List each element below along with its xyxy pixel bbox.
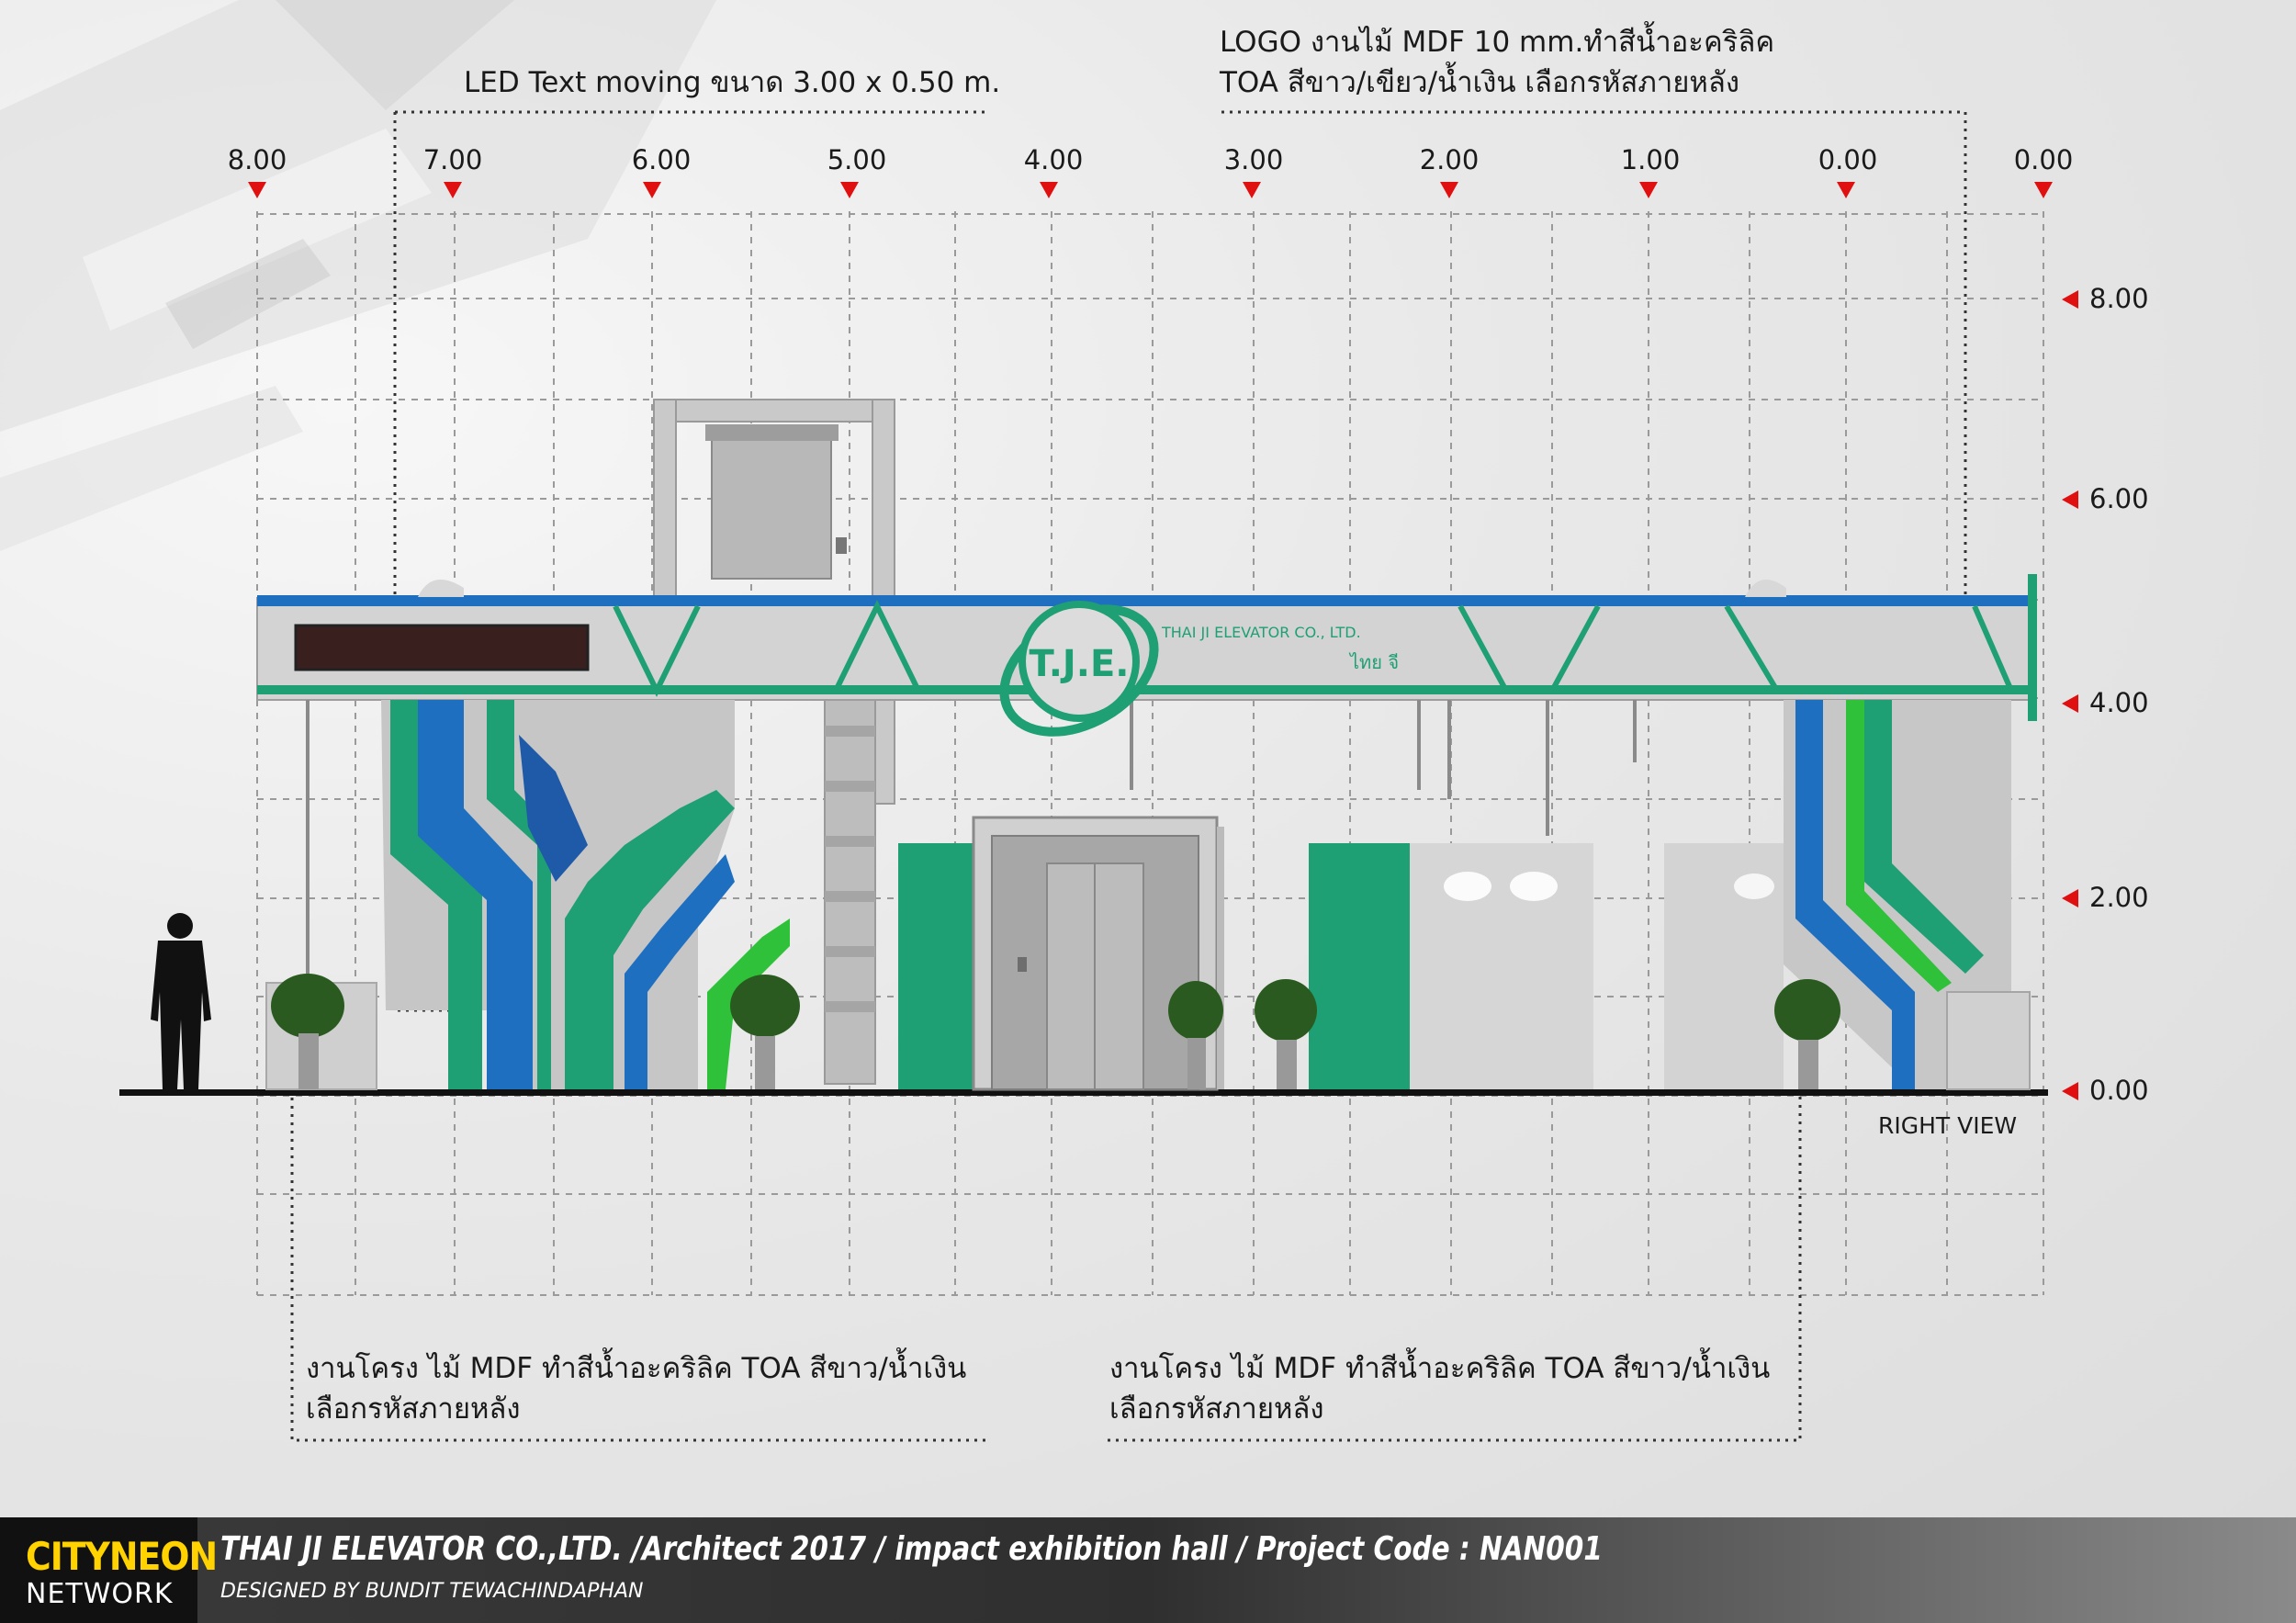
led-text-annotation: LED Text moving ขนาด 3.00 x 0.50 m. — [464, 66, 1001, 99]
x-tick-marker — [1440, 182, 1458, 198]
y-tick-marker — [2062, 889, 2078, 907]
led-text-panel — [294, 624, 590, 671]
y-tick-marker — [2062, 1082, 2078, 1100]
company-thai-text: ไทย จี — [1348, 651, 1399, 673]
elevator-door-unit — [898, 816, 1224, 1091]
view-label: RIGHT VIEW — [1878, 1112, 2018, 1139]
plant-2 — [730, 975, 800, 1089]
y-tick-label: 6.00 — [2089, 483, 2149, 514]
y-tick-marker — [2062, 694, 2078, 713]
right-center-panels — [1309, 843, 1784, 1089]
x-tick-label: 0.00 — [2013, 144, 2074, 175]
x-tick-marker — [643, 182, 661, 198]
company-name-text: THAI JI ELEVATOR CO., LTD. — [1161, 624, 1361, 641]
designer-credit: DESIGNED BY BUNDIT TEWACHINDAPHAN — [220, 1580, 644, 1603]
x-tick-label: 0.00 — [1818, 144, 1878, 175]
x-tick-label: 3.00 — [1223, 144, 1284, 175]
x-tick-marker — [444, 182, 462, 198]
x-tick-label: 1.00 — [1620, 144, 1681, 175]
bottom-left-annotation-line1: งานโครง ไม้ MDF ทำสีน้ำอะคริลิค TOA สีขา… — [306, 1352, 967, 1385]
tje-logo-text: T.J.E. — [1029, 643, 1129, 685]
x-tick-marker — [2034, 182, 2053, 198]
floor-line — [119, 1089, 2048, 1096]
bottom-right-annotation-line1: งานโครง ไม้ MDF ทำสีน้ำอะคริลิค TOA สีขา… — [1109, 1352, 1771, 1385]
left-structure — [265, 700, 790, 1090]
potted-plants — [271, 974, 1840, 1089]
plant-3 — [1168, 981, 1223, 1089]
x-tick-label: 5.00 — [827, 144, 887, 175]
x-tick-marker — [248, 182, 266, 198]
footer-bar: CITYNEON NETWORK THAI JI ELEVATOR CO.,LT… — [0, 1517, 2296, 1623]
brand-logo-top: CITYNEON — [26, 1534, 218, 1579]
brand-logo: CITYNEON NETWORK — [0, 1517, 218, 1623]
project-title: THAI JI ELEVATOR CO.,LTD. /Architect 201… — [220, 1530, 1603, 1568]
bottom-right-annotation-line2: เลือกรหัสภายหลัง — [1109, 1392, 1324, 1426]
logo-annotation-line1: LOGO งานไม้ MDF 10 mm.ทำสีน้ำอะคริลิค — [1220, 26, 1775, 59]
x-tick-marker — [1040, 182, 1058, 198]
right-structure — [1784, 700, 2031, 1090]
y-tick-label: 8.00 — [2089, 283, 2149, 314]
bottom-left-annotation-line2: เลือกรหัสภายหลัง — [306, 1392, 521, 1426]
y-tick-marker — [2062, 490, 2078, 509]
y-tick-marker — [2062, 290, 2078, 309]
plant-4 — [1255, 979, 1317, 1089]
y-tick-label: 0.00 — [2089, 1075, 2149, 1106]
x-tick-label: 7.00 — [422, 144, 483, 175]
plant-5 — [1774, 979, 1840, 1089]
y-tick-label: 2.00 — [2089, 882, 2149, 913]
x-tick-label: 6.00 — [631, 144, 692, 175]
x-tick-label: 8.00 — [227, 144, 287, 175]
x-tick-label: 4.00 — [1023, 144, 1084, 175]
x-tick-marker — [1639, 182, 1658, 198]
y-tick-label: 4.00 — [2089, 687, 2149, 718]
human-scale-figure — [151, 913, 211, 1089]
plant-1 — [271, 974, 344, 1089]
hanging-supports — [306, 700, 1637, 992]
x-tick-label: 2.00 — [1419, 144, 1480, 175]
tje-logo — [999, 601, 1159, 737]
x-tick-marker — [1837, 182, 1855, 198]
logo-annotation-line2: TOA สีขาว/เขียว/น้ำเงิน เลือกรหัสภายหลัง — [1220, 66, 1739, 99]
brand-logo-bottom: NETWORK — [26, 1578, 174, 1610]
x-tick-marker — [840, 182, 859, 198]
x-tick-marker — [1243, 182, 1261, 198]
